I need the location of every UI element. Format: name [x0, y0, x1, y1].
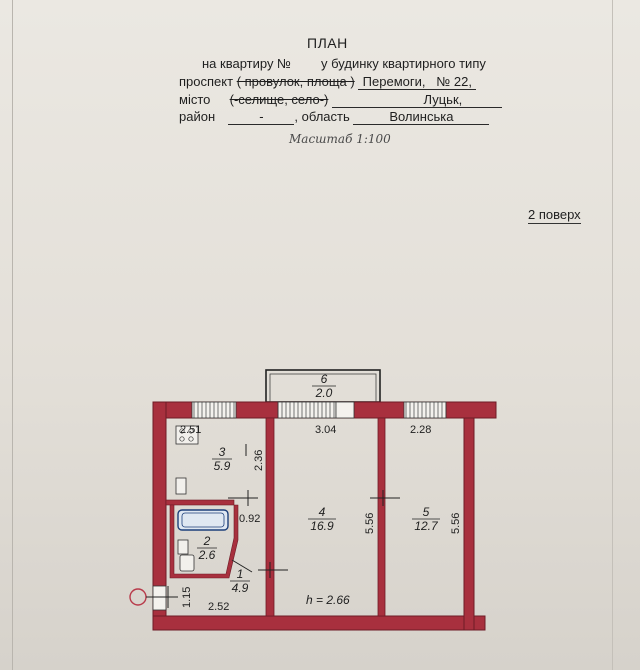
fixtures	[175, 425, 229, 572]
toilet-icon	[179, 554, 195, 572]
stove-icon	[175, 425, 199, 445]
window-living	[277, 401, 337, 419]
wall-living-bedroom	[377, 417, 386, 617]
svg-text:6: 6	[321, 372, 328, 386]
windows	[152, 401, 447, 611]
svg-text:2: 2	[203, 534, 211, 548]
room-4-label: 4 16.9	[308, 505, 336, 533]
svg-text:16.9: 16.9	[310, 519, 334, 533]
wall-bottom	[152, 615, 486, 631]
district-line: район -, область Волинська	[179, 109, 490, 125]
svg-text:12.7: 12.7	[414, 519, 439, 533]
washbasin-icon	[177, 539, 189, 555]
wall-right	[463, 417, 475, 631]
dim-bedroom-depth: 5.56	[450, 513, 462, 534]
region-label: , область	[294, 109, 350, 124]
room-6-label: 6 2.0	[312, 372, 336, 400]
city-label: місто	[179, 92, 211, 107]
city-line: місто (-селище, село-) Луцьк,	[179, 92, 502, 108]
dim-kitchen-width: 2.51	[180, 424, 201, 436]
door-marks	[228, 444, 400, 578]
dim-entrance: 1.15	[181, 587, 193, 608]
room-2-label: 2 2.6	[197, 534, 217, 562]
street-alternatives-struck: ( провулок, площа )	[236, 74, 355, 89]
floor-label: 2 поверх	[528, 207, 581, 224]
region-value: Волинська	[353, 110, 490, 125]
plan-header: ПЛАН на квартиру № у будинку квартирного …	[0, 0, 640, 140]
city-alternatives-struck: (-селище, село-)	[229, 92, 329, 107]
dim-kitchen-depth: 2.36	[253, 450, 265, 471]
svg-text:2.0: 2.0	[315, 386, 333, 400]
svg-text:1: 1	[237, 567, 244, 581]
page-margin-line-right	[612, 0, 614, 670]
dimension-labels: 2.51 3.04 2.28 2.36 0.92 5.56 5.56 1.15 …	[180, 424, 462, 613]
dim-hall-width: 2.52	[208, 601, 229, 613]
dim-living-width: 3.04	[315, 424, 336, 436]
wall-bathroom-outline	[169, 504, 239, 579]
entrance-marker	[129, 586, 178, 608]
district-label: район	[179, 109, 216, 124]
dim-corridor-width: 0.92	[239, 513, 260, 525]
wall-kitchen-living	[265, 417, 275, 617]
entrance-door	[152, 585, 167, 611]
page-margin-line	[12, 0, 14, 670]
svg-text:3: 3	[219, 445, 226, 459]
entrance-circle-icon	[129, 588, 147, 606]
room-labels: 3 5.9 2 2.6 1 4.9 4 16.9 5	[197, 372, 440, 595]
building-type-text: у будинку квартирного типу	[321, 56, 486, 71]
room-5-label: 5 12.7	[412, 505, 440, 533]
window-kitchen	[191, 401, 237, 419]
bathtub-icon	[177, 509, 229, 531]
city-value: Луцьк,	[331, 93, 502, 108]
kitchen-sink-icon	[175, 477, 187, 495]
svg-text:5.9: 5.9	[214, 459, 231, 473]
dim-living-depth: 5.56	[364, 513, 376, 534]
wall-bathroom-top	[165, 499, 235, 506]
balcony-door	[335, 401, 355, 419]
apartment-label: на квартиру №	[202, 56, 292, 71]
room-3-label: 3 5.9	[212, 445, 232, 473]
scale-label: Масштаб 1:100	[289, 132, 391, 146]
room-1-label: 1 4.9	[230, 567, 250, 595]
district-value: -	[228, 110, 295, 125]
dim-bedroom-width: 2.28	[410, 424, 431, 436]
svg-text:5: 5	[423, 505, 430, 519]
street-value: Перемоги, № 22,	[358, 75, 477, 90]
svg-text:4.9: 4.9	[232, 581, 249, 595]
document-title: ПЛАН	[307, 35, 348, 51]
svg-text:4: 4	[319, 505, 326, 519]
window-bedroom	[403, 401, 447, 419]
street-label: проспект	[179, 74, 234, 89]
ceiling-height-label: h = 2.66	[306, 593, 350, 607]
apartment-line: на квартиру № у будинку квартирного типу	[202, 56, 486, 71]
interior-walls	[165, 417, 386, 617]
svg-text:2.6: 2.6	[198, 548, 216, 562]
street-line: проспект ( провулок, площа ) Перемоги, №…	[179, 74, 477, 90]
